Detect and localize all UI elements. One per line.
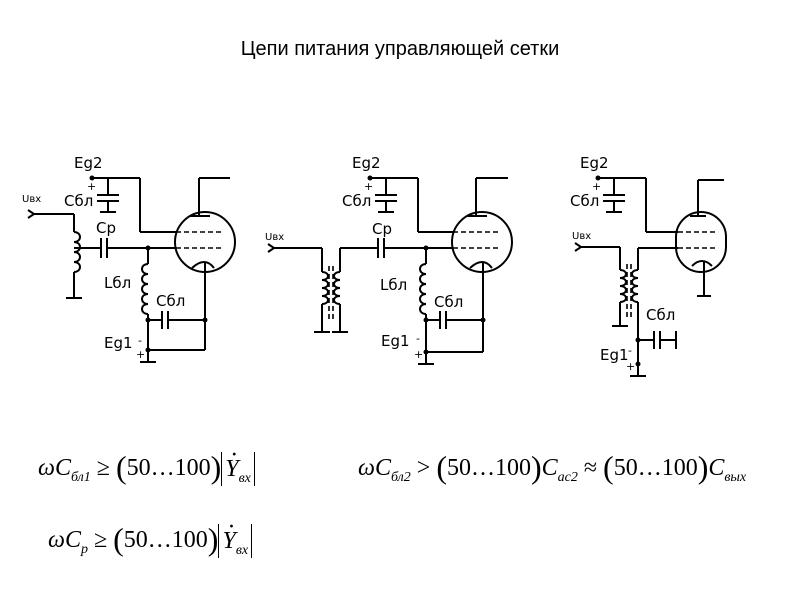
choke-inductor — [141, 263, 149, 315]
cathode — [469, 261, 493, 269]
page-title: Цепи питания управляющей сетки — [240, 38, 560, 60]
formula-range: 50…100 — [123, 527, 208, 553]
transformer-secondary — [631, 269, 639, 303]
uvx-label: Uвх — [22, 194, 41, 205]
uvx-label: Uвх — [265, 232, 284, 243]
circuit-2: Eg2 + Cбл Uвх Cp Lбл — [265, 154, 513, 365]
formula-omega: ω — [358, 455, 375, 481]
input-arrow — [574, 242, 583, 252]
formula-y-sub: вх — [235, 543, 249, 559]
formula-sub: p — [80, 542, 88, 557]
transformer-primary — [619, 269, 627, 303]
lbl-label: Lбл — [380, 276, 407, 294]
minus-sign: - — [138, 334, 142, 347]
eg2-label: Eg2 — [352, 154, 381, 172]
eg1-label: Eg1 — [600, 346, 629, 364]
plus-sign: + — [87, 180, 96, 193]
formula-c: C — [374, 455, 391, 481]
formula-operator: > — [416, 455, 431, 481]
transformer-primary — [321, 271, 329, 305]
input-arrow — [267, 243, 276, 253]
formula-cbl2: ωCбл2 > (50…100)Cас2 ≈ (50…100)Cвых — [358, 449, 747, 485]
cbl-label: Cбл — [570, 192, 599, 210]
cbl-label: Cбл — [156, 292, 185, 310]
formula-operator: ≥ — [96, 455, 110, 481]
cbl-label: Cбл — [64, 192, 93, 210]
cbl-label: Cбл — [646, 306, 675, 324]
vacuum-tube — [675, 211, 727, 273]
cbl-label: Cбл — [342, 192, 371, 210]
choke-inductor — [419, 263, 427, 315]
cbl-label: Cбл — [434, 293, 463, 311]
minus-sign: - — [416, 332, 420, 345]
formula-sub: бл1 — [70, 470, 91, 485]
formula-y: Y — [225, 438, 238, 486]
formula-omega: ω — [38, 455, 55, 481]
formula-c: C — [54, 455, 71, 481]
eg2-label: Eg2 — [580, 154, 609, 172]
formula-cbl1: ωCбл1 ≥ (50…100)Yвх — [38, 438, 255, 487]
plus-sign: + — [592, 180, 601, 193]
formula-sub: ас2 — [557, 470, 578, 485]
input-inductor — [73, 231, 81, 273]
formula-sub: вых — [724, 470, 747, 485]
formula-range: 50…100 — [613, 455, 698, 481]
cathode — [691, 260, 713, 267]
formula-operator: ≈ — [583, 455, 598, 481]
plus-sign: + — [136, 348, 145, 361]
plus-sign: + — [414, 348, 423, 361]
cathode — [191, 261, 215, 269]
cp-label: Cp — [372, 220, 392, 238]
circuit-3: Eg2 + Cбл Uвх Cбл Eg1 - — [570, 154, 727, 377]
formula-c: C — [64, 527, 81, 553]
formula-y: Y — [222, 510, 235, 558]
formula-cp: ωCp ≥ (50…100)Yвх — [48, 510, 253, 559]
input-arrow — [27, 209, 36, 219]
plus-sign: + — [364, 180, 373, 193]
formula-omega: ω — [48, 527, 65, 553]
minus-sign: - — [628, 344, 632, 357]
eg1-label: Eg1 — [104, 334, 133, 352]
formula-operator: ≥ — [93, 527, 108, 553]
uvx-label: Uвх — [572, 231, 591, 242]
circuit-1: Eg2 + Cбл Uвх Cp Lбл Cбл — [22, 154, 236, 363]
eg1-label: Eg1 — [381, 332, 410, 350]
transformer-secondary — [333, 271, 341, 305]
eg2-label: Eg2 — [74, 154, 103, 172]
formula-range: 50…100 — [126, 455, 211, 481]
lbl-label: Lбл — [104, 274, 131, 292]
formula-range: 50…100 — [446, 455, 531, 481]
formula-c: C — [541, 455, 558, 481]
formula-sub: бл2 — [390, 470, 411, 485]
plus-sign: + — [626, 360, 635, 373]
cp-label: Cp — [96, 219, 116, 237]
formula-y-sub: вх — [238, 471, 251, 487]
formula-c: C — [708, 455, 725, 481]
